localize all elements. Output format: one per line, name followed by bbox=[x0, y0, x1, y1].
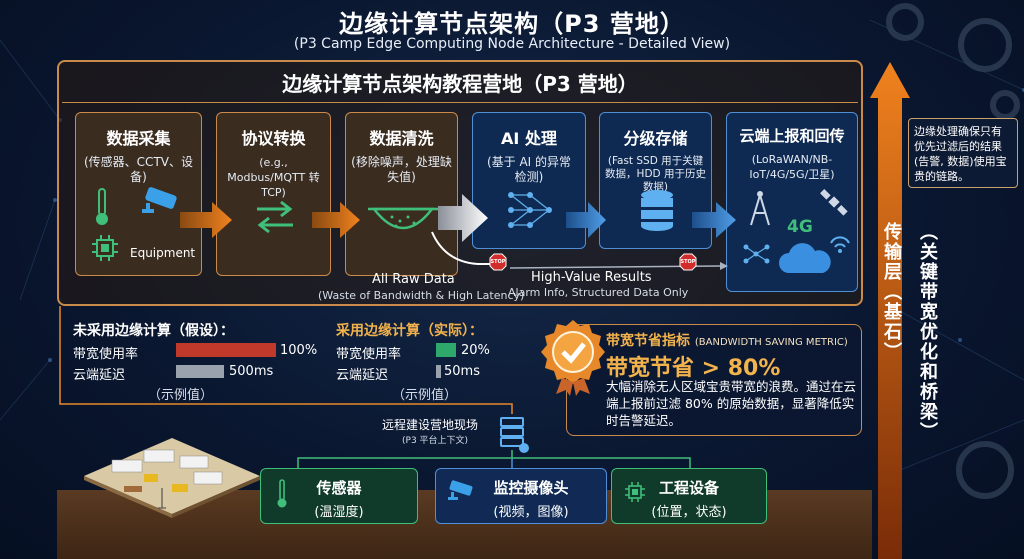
radio-tower-icon bbox=[750, 191, 770, 226]
stage-protocol-conversion: 协议转换 (e.g., Modbus/MQTT 转 TCP) bbox=[216, 112, 331, 276]
metric-title-en: (BANDWIDTH SAVING METRIC) bbox=[694, 337, 848, 348]
page-subtitle: (P3 Camp Edge Computing Node Architectur… bbox=[293, 36, 731, 52]
without-edge-title: 未采用边缘计算（假设）： bbox=[73, 323, 234, 339]
bandwidth-bridge-label: （关键带宽优化和桥梁） bbox=[917, 222, 938, 442]
latency-value: 500ms bbox=[229, 364, 274, 379]
wifi-icon bbox=[830, 236, 850, 253]
stage-cloud-reporting: 云端上报和回传 (LoRaWAN/NB-IoT/4G/5G/卫星) 4G bbox=[726, 112, 858, 292]
latency-bar bbox=[176, 365, 224, 378]
gear-icon bbox=[886, 3, 1020, 499]
stage-data-collection: 数据采集 (传感器、CCTV、设备) Equipment bbox=[75, 112, 202, 276]
cctv-camera-icon bbox=[142, 187, 177, 213]
stage-desc: (传感器、CCTV、设备) bbox=[84, 155, 193, 184]
bandwidth-bar bbox=[176, 343, 276, 357]
bandwidth-label: 带宽使用率 bbox=[73, 347, 139, 362]
latency-bar-track bbox=[436, 365, 484, 378]
device-sensor: 传感器 (温湿度) bbox=[260, 468, 418, 524]
latency-value: 50ms bbox=[444, 364, 480, 379]
high-value-sublabel: Alarm Info, Structured Data Only bbox=[508, 286, 689, 299]
latency-bar bbox=[436, 365, 441, 378]
device-title: 监控摄像头 bbox=[493, 479, 569, 497]
neural-network-icon bbox=[508, 192, 552, 228]
stop-sign-icon bbox=[679, 253, 697, 271]
device-cctv: 监控摄像头 (视频，图像) bbox=[435, 468, 607, 524]
stage-desc: (基于 AI 的异常检测) bbox=[486, 155, 572, 184]
server-icon bbox=[500, 417, 529, 453]
strainer-icon bbox=[368, 207, 438, 230]
device-desc: (位置，状态) bbox=[651, 505, 727, 520]
flow-arrow bbox=[438, 194, 488, 242]
device-desc: (视频，图像) bbox=[493, 505, 569, 520]
bandwidth-metric-panel bbox=[566, 324, 862, 436]
example-note: （示例值） bbox=[148, 388, 214, 403]
bandwidth-bar-track bbox=[176, 343, 276, 357]
latency-label: 云端延迟 bbox=[336, 368, 389, 383]
stop-sign-text: STOP bbox=[680, 259, 696, 265]
stage-title: 分级存储 bbox=[623, 129, 688, 148]
device-desc: (温湿度) bbox=[314, 505, 364, 520]
main-panel-title: 边缘计算节点架构教程营地（P3 营地） bbox=[282, 72, 638, 96]
latency-bar-track bbox=[176, 365, 224, 378]
bandwidth-bar-track bbox=[436, 343, 536, 357]
flow-arrow bbox=[180, 202, 232, 238]
metric-title-cn: 带宽节省指标 bbox=[606, 333, 690, 349]
satellite-icon bbox=[820, 189, 848, 216]
award-badge-icon bbox=[541, 320, 605, 396]
stage-title: 云端上报和回传 bbox=[739, 127, 845, 145]
stop-sign-icon bbox=[489, 253, 507, 271]
device-title: 工程设备 bbox=[658, 479, 719, 497]
stage-desc: (Fast SSD 用于关键数据，HDD 用于历史数据) bbox=[605, 155, 706, 193]
device-equipment: 工程设备 (位置，状态) bbox=[611, 468, 767, 524]
site-label: 远程建设营地现场 bbox=[382, 418, 479, 432]
raw-data-line bbox=[431, 231, 500, 265]
latency-label: 云端延迟 bbox=[73, 368, 126, 383]
bandwidth-value: 100% bbox=[280, 343, 318, 358]
flow-arrow bbox=[692, 202, 736, 238]
transport-layer-label: 传输层（基石） bbox=[881, 222, 902, 362]
construction-camp-illustration bbox=[84, 438, 260, 518]
stage-desc: (移除噪声，处理缺失值) bbox=[351, 155, 452, 184]
metric-description: 大幅消除无人区域宝贵带宽的浪费。通过在云端上报前过滤 80% 的原始数据，显著降… bbox=[606, 379, 857, 428]
divider bbox=[62, 102, 858, 103]
stage-title: 数据清洗 bbox=[369, 129, 434, 148]
bandwidth-bar bbox=[436, 343, 456, 357]
stage-title: 数据采集 bbox=[106, 129, 171, 148]
vertical-up-arrow bbox=[870, 62, 910, 559]
swap-arrows-icon bbox=[257, 200, 293, 234]
stage-data-cleaning: 数据清洗 (移除噪声，处理缺失值) bbox=[345, 112, 458, 276]
stage-desc: (LoRaWAN/NB-IoT/4G/5G/卫星) bbox=[749, 153, 835, 181]
equipment-label: Equipment bbox=[130, 246, 196, 260]
chip-icon bbox=[92, 235, 118, 261]
bandwidth-label: 带宽使用率 bbox=[336, 347, 402, 362]
cloud-icon bbox=[779, 243, 831, 273]
bandwidth-value: 20% bbox=[461, 343, 490, 358]
stage-title: AI 处理 bbox=[501, 129, 557, 148]
chip-icon bbox=[625, 482, 645, 502]
raw-data-sublabel: (Waste of Bandwidth & High Latency) bbox=[318, 289, 525, 302]
flow-arrow bbox=[566, 202, 606, 238]
stage-title: 协议转换 bbox=[241, 129, 306, 148]
4g-badge: 4G bbox=[787, 217, 813, 237]
network-node-icon bbox=[743, 244, 770, 264]
with-edge-title: 采用边缘计算（实际）： bbox=[336, 323, 483, 339]
example-note: （示例值） bbox=[392, 388, 458, 403]
device-title: 传感器 bbox=[316, 479, 362, 497]
database-icon bbox=[641, 190, 673, 231]
page-title: 边缘计算节点架构（P3 营地） bbox=[339, 10, 685, 38]
edge-processing-note: 边缘处理确保只有优先过滤后的结果(告警, 数据)使用宝贵的链路。 bbox=[908, 118, 1018, 188]
flow-arrow bbox=[312, 202, 360, 238]
raw-data-label: All Raw Data bbox=[372, 272, 455, 287]
cctv-camera-icon bbox=[448, 480, 473, 500]
metric-title: 带宽节省指标 (BANDWIDTH SAVING METRIC) bbox=[606, 330, 848, 350]
metric-headline: 带宽节省 > 80% bbox=[606, 356, 781, 381]
thermometer-icon bbox=[277, 479, 287, 508]
thermometer-icon bbox=[96, 188, 108, 225]
stage-desc: (e.g., Modbus/MQTT 转 TCP) bbox=[227, 156, 320, 199]
high-value-label: High-Value Results bbox=[531, 270, 652, 285]
site-sublabel: (P3 平台上下文) bbox=[402, 436, 469, 446]
stop-sign-text: STOP bbox=[490, 259, 506, 265]
